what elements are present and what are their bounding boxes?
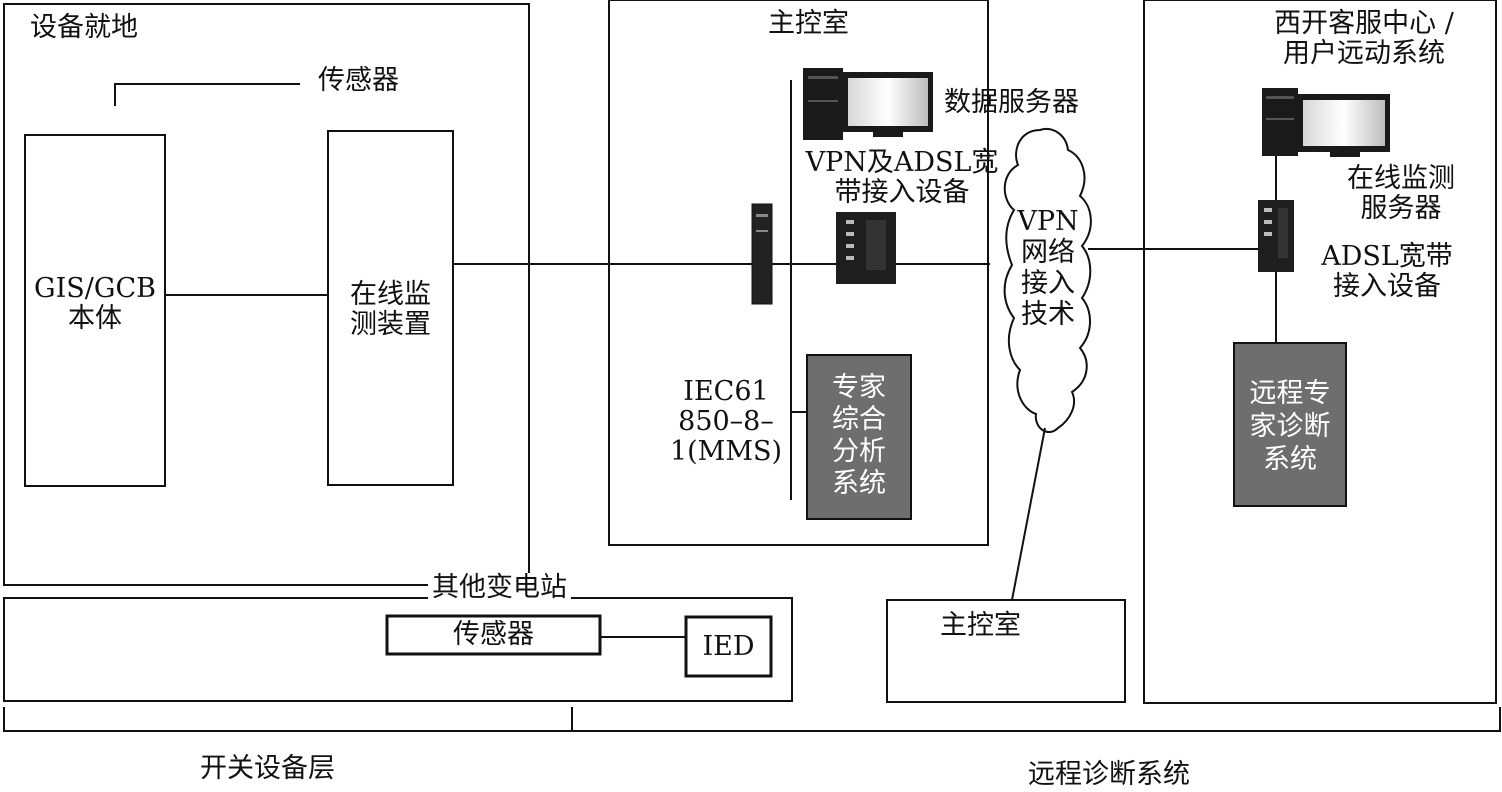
vpn-cloud-line1: VPN: [1017, 206, 1079, 237]
ied-box: [684, 615, 773, 678]
remote-expert-line3: 系统: [1263, 444, 1317, 475]
region-customer-center-frame: [1143, 0, 1497, 704]
vpn-adsl-device-line2: 带接入设备: [834, 177, 970, 208]
gis-body-line2: 本体: [68, 303, 122, 334]
layer-switchgear-label: 开关设备层: [200, 753, 335, 784]
vpn-cloud: [1003, 128, 1092, 433]
computer-icon: [803, 68, 933, 140]
protocol-label: IEC61 850–8– 1(MMS): [662, 377, 790, 467]
remote-expert-line2: 家诊断: [1249, 411, 1331, 442]
adsl-device-label: ADSL宽带 接入设备: [1300, 242, 1474, 302]
region-customer-center-line1: 西开客服中心 /: [1274, 8, 1454, 39]
sensor-top-label: 传感器: [318, 65, 399, 96]
vpn-cloud-line3: 接入: [1021, 268, 1075, 299]
vpn-adsl-device-label: VPN及ADSL宽 带接入设备: [790, 148, 1014, 208]
adsl-device-line2: 接入设备: [1333, 271, 1441, 302]
online-monitor-label: 在线监 测装置: [328, 280, 453, 340]
online-monitor-server-line1: 在线监测: [1347, 163, 1455, 194]
adsl-device-line1: ADSL宽带: [1321, 241, 1453, 272]
remote-expert-line1: 远程专: [1249, 378, 1331, 409]
expert-analysis-line1: 专家: [832, 372, 886, 403]
sensor-bottom-label: 传感器: [453, 619, 534, 650]
region-other-substation-frame: [3, 597, 793, 702]
layer-remote-diagnosis-label: 远程诊断系统: [1028, 759, 1190, 790]
region-field-frame: [3, 3, 530, 586]
router-icon: [836, 212, 896, 284]
region-main-control-frame: [608, 0, 989, 546]
online-monitor-box: [327, 130, 454, 486]
region-customer-center-label: 西开客服中心 / 用户远动系统: [1244, 9, 1484, 69]
sensor-leader-line: [114, 83, 300, 106]
protocol-line2: 850–8–: [678, 406, 774, 437]
region-main-control-label: 主控室: [768, 8, 849, 39]
remote-expert-label: 远程专 家诊断 系统: [1234, 377, 1346, 476]
protocol-line3: 1(MMS): [669, 436, 783, 467]
online-monitor-line2: 测装置: [350, 309, 431, 340]
layer-bracket: [3, 707, 1501, 732]
switch-icon: [751, 203, 773, 305]
region-field-label: 设备就地: [30, 12, 138, 43]
router-icon: [1258, 200, 1294, 272]
vpn-cloud-label: VPN 网络 接入 技术: [1004, 206, 1092, 330]
data-server-label: 数据服务器: [944, 87, 1079, 118]
gis-body-line1: GIS/GCB: [34, 273, 156, 304]
region-main-control-2-label: 主控室: [940, 610, 1021, 641]
computer-icon: [1262, 88, 1390, 157]
link-cloud-to-substation: [1011, 427, 1046, 601]
region-main-control-2-frame: [886, 599, 1126, 703]
remote-expert-box: [1233, 342, 1347, 507]
vpn-adsl-device-line1: VPN及ADSL宽: [805, 147, 999, 178]
region-customer-center-line2: 用户远动系统: [1283, 38, 1445, 69]
expert-analysis-box: [806, 354, 912, 520]
gis-body-label: GIS/GCB 本体: [25, 274, 165, 334]
online-monitor-server-label: 在线监测 服务器: [1326, 164, 1476, 224]
expert-analysis-label: 专家 综合 分析 系统: [807, 372, 911, 500]
ied-label: IED: [702, 631, 755, 662]
gis-body-box: [24, 134, 166, 487]
vpn-cloud-line2: 网络: [1021, 237, 1075, 268]
online-monitor-server-line2: 服务器: [1360, 193, 1442, 224]
vpn-cloud-line4: 技术: [1021, 299, 1075, 330]
protocol-line1: IEC61: [683, 376, 769, 407]
expert-analysis-line3: 分析: [832, 436, 886, 467]
region-other-substation-label: 其他变电站: [428, 573, 571, 603]
sensor-bottom-box: [385, 614, 602, 656]
online-monitor-line1: 在线监: [350, 279, 431, 310]
expert-analysis-line4: 系统: [832, 468, 886, 499]
expert-analysis-line2: 综合: [832, 404, 886, 435]
